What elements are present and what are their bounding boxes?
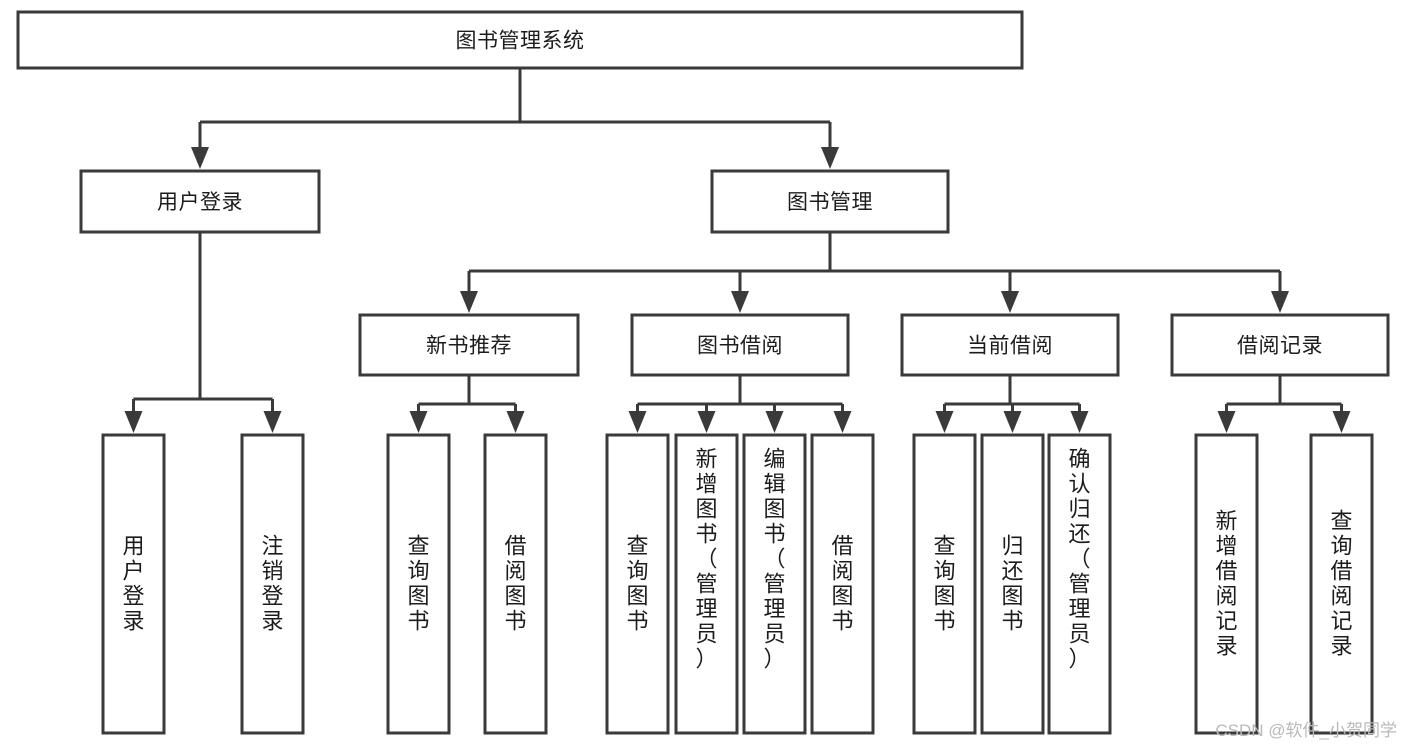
node-leaf-add-record[interactable]: 新增借阅记录 <box>1194 433 1259 735</box>
arrow-icon-user-login <box>191 147 209 169</box>
connector-layer <box>124 68 1351 433</box>
arrow-icon-current-borrow <box>1001 291 1019 313</box>
arrow-icon-leaf-logout-login <box>263 411 282 433</box>
node-label-leaf-query-book-2: 查询图书 <box>626 534 648 634</box>
node-borrow-record[interactable]: 借阅记录 <box>1170 313 1390 377</box>
node-box-leaf-add-book <box>674 433 739 735</box>
node-user-login[interactable]: 用户登录 <box>79 169 321 234</box>
node-label-leaf-query-record: 查询借阅记录 <box>1330 509 1352 659</box>
node-root[interactable]: 图书管理系统 <box>16 10 1024 70</box>
arrow-icon-leaf-query-record <box>1332 411 1351 433</box>
node-label-borrow-record: 借阅记录 <box>1237 335 1323 358</box>
arrow-icon-leaf-edit-book <box>765 411 784 433</box>
node-leaf-borrow-book-2[interactable]: 借阅图书 <box>810 433 875 735</box>
node-label-book-borrow: 图书借阅 <box>697 335 783 358</box>
arrow-icon-leaf-query-book-3 <box>935 411 954 433</box>
arrow-icon-leaf-return-book <box>1003 411 1022 433</box>
arrow-icon-book-borrow <box>731 291 749 313</box>
node-box-leaf-query-record <box>1309 433 1374 735</box>
arrow-icon-leaf-add-record <box>1217 411 1236 433</box>
node-book-manage[interactable]: 图书管理 <box>710 169 950 234</box>
node-box-current-borrow <box>900 313 1120 377</box>
node-box-book-borrow <box>630 313 850 377</box>
node-box-leaf-add-record <box>1194 433 1259 735</box>
node-box-root <box>16 10 1024 70</box>
node-box-leaf-borrow-book-1 <box>483 433 548 735</box>
node-label-root: 图书管理系统 <box>456 30 585 53</box>
node-label-leaf-logout-login: 注销登录 <box>261 534 283 634</box>
arrow-icon-leaf-query-book-1 <box>409 411 428 433</box>
arrow-icon-leaf-borrow-book-1 <box>506 411 525 433</box>
node-box-new-book-recommend <box>358 313 580 377</box>
arrow-icon-leaf-borrow-book-2 <box>833 411 852 433</box>
node-label-book-manage: 图书管理 <box>787 191 873 214</box>
node-box-book-manage <box>710 169 950 234</box>
arrow-icon-leaf-add-book <box>697 411 716 433</box>
node-box-user-login <box>79 169 321 234</box>
node-box-leaf-query-book-3 <box>912 433 977 735</box>
node-leaf-query-record[interactable]: 查询借阅记录 <box>1309 433 1374 735</box>
node-box-leaf-user-login <box>101 433 166 735</box>
node-label-user-login: 用户登录 <box>157 191 243 214</box>
arrow-icon-leaf-confirm-return <box>1070 411 1089 433</box>
arrow-icon-borrow-record <box>1271 291 1289 313</box>
node-label-leaf-borrow-book-2: 借阅图书 <box>831 534 853 634</box>
node-box-leaf-query-book-1 <box>386 433 451 735</box>
node-leaf-borrow-book-1[interactable]: 借阅图书 <box>483 433 548 735</box>
node-label-leaf-add-book: 新增图书（管理员） <box>695 447 717 672</box>
node-label-leaf-confirm-return: 确认归还（管理员） <box>1068 447 1090 672</box>
node-box-leaf-query-book-2 <box>605 433 670 735</box>
node-book-borrow[interactable]: 图书借阅 <box>630 313 850 377</box>
node-leaf-query-book-3[interactable]: 查询图书 <box>912 433 977 735</box>
node-label-current-borrow: 当前借阅 <box>967 335 1053 358</box>
node-box-leaf-confirm-return <box>1047 433 1112 735</box>
arrow-icon-leaf-query-book-2 <box>628 411 647 433</box>
node-label-leaf-query-book-3: 查询图书 <box>933 534 955 634</box>
node-box-leaf-logout-login <box>240 433 305 735</box>
node-leaf-user-login[interactable]: 用户登录 <box>101 433 166 735</box>
arrow-icon-leaf-user-login <box>124 411 143 433</box>
node-leaf-query-book-2[interactable]: 查询图书 <box>605 433 670 735</box>
node-label-leaf-add-record: 新增借阅记录 <box>1215 509 1237 659</box>
node-current-borrow[interactable]: 当前借阅 <box>900 313 1120 377</box>
node-box-leaf-return-book <box>980 433 1045 735</box>
node-label-leaf-query-book-1: 查询图书 <box>407 534 429 634</box>
node-leaf-return-book[interactable]: 归还图书 <box>980 433 1045 735</box>
node-box-borrow-record <box>1170 313 1390 377</box>
node-new-book-recommend[interactable]: 新书推荐 <box>358 313 580 377</box>
node-box-leaf-borrow-book-2 <box>810 433 875 735</box>
node-leaf-confirm-return[interactable]: 确认归还（管理员） <box>1047 433 1112 735</box>
node-label-leaf-edit-book: 编辑图书（管理员） <box>763 447 785 672</box>
node-layer: 图书管理系统用户登录图书管理新书推荐图书借阅当前借阅借阅记录用户登录注销登录查询… <box>16 10 1390 735</box>
node-label-leaf-borrow-book-1: 借阅图书 <box>504 534 526 634</box>
node-label-leaf-user-login: 用户登录 <box>122 534 144 634</box>
node-leaf-query-book-1[interactable]: 查询图书 <box>386 433 451 735</box>
node-leaf-edit-book[interactable]: 编辑图书（管理员） <box>742 433 807 735</box>
node-leaf-add-book[interactable]: 新增图书（管理员） <box>674 433 739 735</box>
node-box-leaf-edit-book <box>742 433 807 735</box>
node-label-new-book-recommend: 新书推荐 <box>426 335 512 358</box>
arrow-icon-book-manage <box>821 147 839 169</box>
arrow-icon-new-book-recommend <box>460 291 478 313</box>
node-label-leaf-return-book: 归还图书 <box>1001 534 1023 634</box>
node-leaf-logout-login[interactable]: 注销登录 <box>240 433 305 735</box>
